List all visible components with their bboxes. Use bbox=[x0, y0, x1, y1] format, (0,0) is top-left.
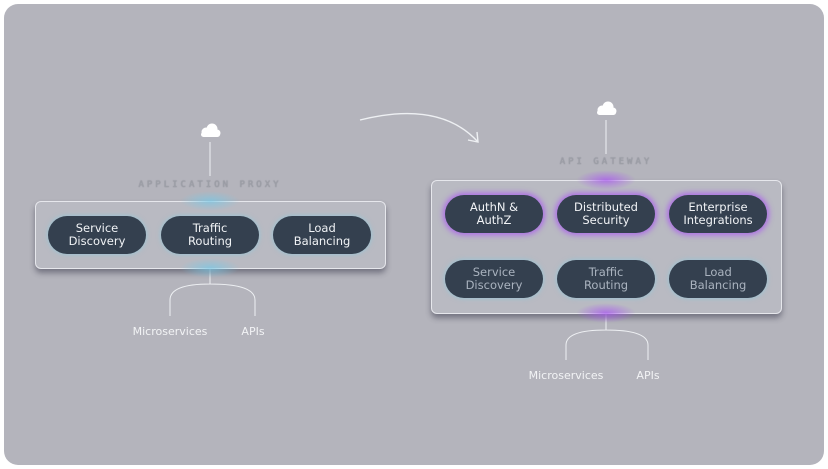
cloud-icon bbox=[201, 123, 221, 137]
pill-service-discovery: Service Discovery bbox=[445, 260, 543, 298]
transition-arrow bbox=[359, 112, 479, 143]
output-microservices: Microservices bbox=[528, 369, 604, 382]
output-apis: APIs bbox=[241, 325, 265, 338]
left-output-lines bbox=[169, 268, 256, 316]
output-microservices: Microservices bbox=[132, 325, 208, 338]
output-apis: APIs bbox=[636, 369, 660, 382]
cloud-icon bbox=[597, 101, 617, 115]
arrowhead-icon bbox=[467, 131, 479, 143]
pill-traffic-routing: Traffic Routing bbox=[161, 216, 259, 254]
panel-glow bbox=[180, 191, 240, 211]
pill-authn-authz: AuthN & AuthZ bbox=[445, 195, 543, 233]
pill-load-balancing: Load Balancing bbox=[669, 260, 767, 298]
api-gateway-title: API GATEWAY bbox=[559, 157, 653, 167]
right-output-lines bbox=[565, 313, 649, 360]
panel-glow bbox=[576, 170, 636, 190]
panel-glow bbox=[180, 258, 240, 278]
application-proxy-title: APPLICATION PROXY bbox=[138, 180, 282, 190]
pill-enterprise-integrations: Enterprise Integrations bbox=[669, 195, 767, 233]
pill-traffic-routing: Traffic Routing bbox=[557, 260, 655, 298]
panel-glow bbox=[576, 303, 636, 323]
pill-load-balancing: Load Balancing bbox=[273, 216, 371, 254]
pill-distributed-security: Distributed Security bbox=[557, 195, 655, 233]
pill-service-discovery: Service Discovery bbox=[48, 216, 146, 254]
